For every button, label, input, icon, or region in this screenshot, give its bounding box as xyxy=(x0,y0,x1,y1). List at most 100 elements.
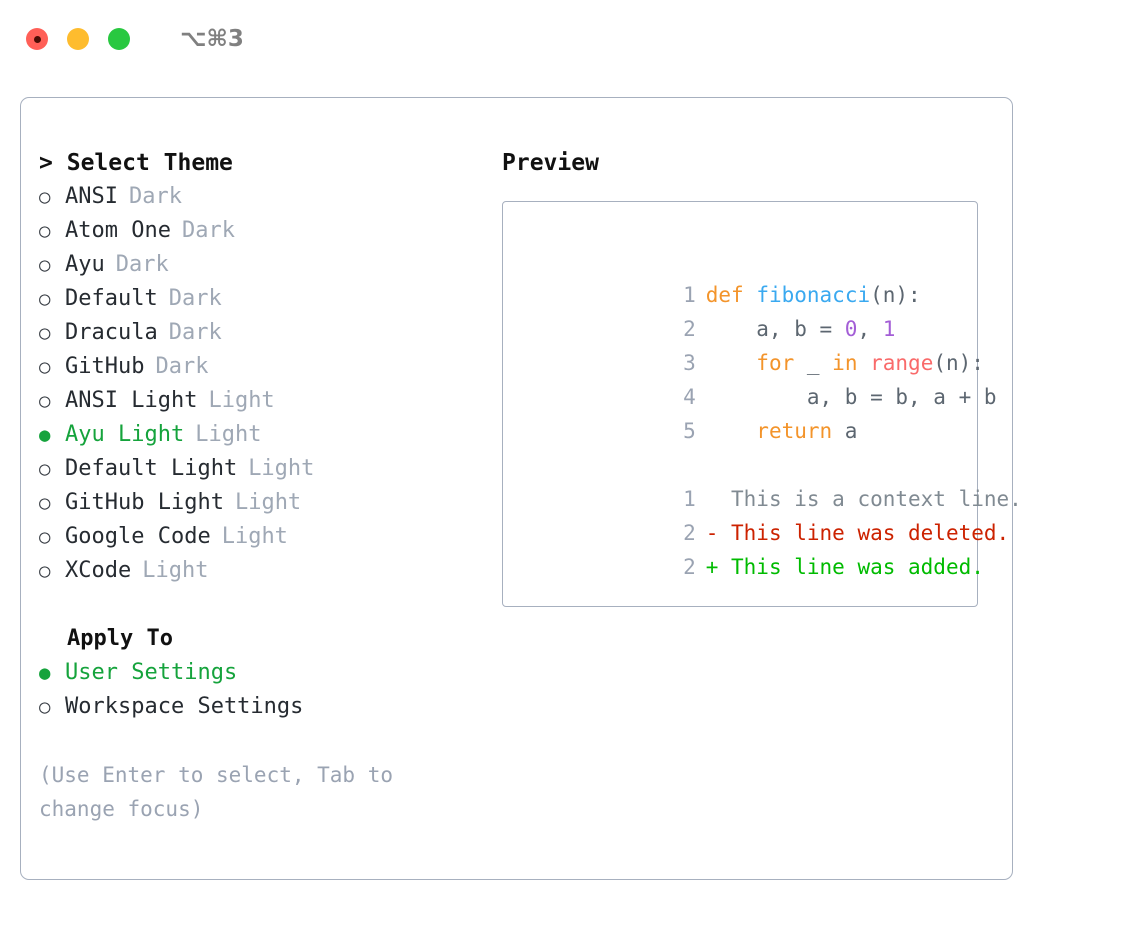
window-controls xyxy=(26,28,130,50)
main-panel: > Select Theme ○ ANSI Dark ○ Atom One Da… xyxy=(20,97,1022,880)
code-line: 2 a, b = 0, 1 xyxy=(503,278,977,341)
line-number: 1 xyxy=(683,283,696,307)
select-theme-heading-label: Select Theme xyxy=(66,150,233,176)
line-number: 2 xyxy=(683,555,696,579)
code-line: 5 return a xyxy=(503,380,977,443)
line-number: 1 xyxy=(683,487,696,511)
radio-selected-icon: ● xyxy=(39,424,51,446)
theme-option-label: Default xyxy=(65,286,158,311)
caret-icon: > xyxy=(39,150,53,176)
code-token xyxy=(706,419,757,443)
theme-option-ayu[interactable]: ○ Ayu Dark xyxy=(39,248,479,282)
theme-option-label: ANSI xyxy=(65,184,118,209)
code-line: 3 for _ in range(n): xyxy=(503,312,984,375)
keyboard-shortcut-label: ⌥⌘3 xyxy=(180,26,244,52)
theme-option-default-light[interactable]: ○ Default Light Light xyxy=(39,452,479,486)
theme-option-label: Google Code xyxy=(65,524,211,549)
code-line: 4 a, b = b, a + b xyxy=(503,346,996,409)
code-token: 1 xyxy=(882,317,896,341)
theme-option-badge: Dark xyxy=(181,218,235,243)
radio-icon: ○ xyxy=(39,186,51,208)
line-number: 5 xyxy=(683,419,696,443)
code-token: def xyxy=(705,283,744,307)
diff-text: This line was added. xyxy=(718,555,984,579)
line-number: 2 xyxy=(683,317,696,341)
theme-picker-column: > Select Theme ○ ANSI Dark ○ Atom One Da… xyxy=(39,146,479,826)
theme-option-label: Ayu Light xyxy=(65,422,185,447)
theme-option-ansi[interactable]: ○ ANSI Dark xyxy=(39,180,479,214)
theme-option-ansi-light[interactable]: ○ ANSI Light Light xyxy=(39,384,479,418)
diff-text: This line was deleted. xyxy=(718,521,1010,545)
apply-to-option-workspace-settings[interactable]: ○ Workspace Settings xyxy=(39,690,479,724)
theme-option-atom-one[interactable]: ○ Atom One Dark xyxy=(39,214,479,248)
theme-option-badge: Light xyxy=(248,456,315,481)
code-token xyxy=(744,283,757,307)
close-window-button[interactable] xyxy=(26,28,48,50)
apply-to-option-label: Workspace Settings xyxy=(65,694,304,719)
diff-marker: - xyxy=(705,521,719,545)
radio-selected-icon: ● xyxy=(39,662,51,684)
code-token: a, b = b, a + b xyxy=(705,385,997,409)
radio-icon: ○ xyxy=(39,220,51,242)
code-token: a xyxy=(832,419,858,443)
code-token: for xyxy=(756,351,795,375)
theme-option-label: GitHub Light xyxy=(65,490,224,515)
apply-to-option-user-settings[interactable]: ● User Settings xyxy=(39,656,479,690)
radio-icon: ○ xyxy=(39,492,51,514)
diff-line-deleted: 2- This line was deleted. xyxy=(503,482,1009,545)
theme-option-badge: Light xyxy=(142,558,209,583)
code-token: a, b = xyxy=(705,317,845,341)
diff-line-added: 2 + This line was added. xyxy=(503,516,984,579)
radio-icon: ○ xyxy=(39,356,51,378)
theme-option-label: XCode xyxy=(65,558,132,583)
minimize-window-button[interactable] xyxy=(67,28,89,50)
hint-spacer xyxy=(39,724,479,758)
theme-option-label: ANSI Light xyxy=(65,388,198,413)
code-token: _ xyxy=(794,351,833,375)
theme-option-github[interactable]: ○ GitHub Dark xyxy=(39,350,479,384)
radio-icon: ○ xyxy=(39,254,51,276)
code-token: 0 xyxy=(844,317,858,341)
title-bar: ⌥⌘3 xyxy=(0,0,1140,78)
diff-marker: + xyxy=(705,555,719,579)
code-token xyxy=(706,351,757,375)
theme-option-badge: Dark xyxy=(155,354,209,379)
theme-option-badge: Dark xyxy=(168,286,222,311)
maximize-window-button[interactable] xyxy=(108,28,130,50)
code-token xyxy=(857,351,870,375)
code-token: range xyxy=(870,351,934,375)
code-token: fibonacci xyxy=(756,283,871,307)
theme-option-badge: Light xyxy=(221,524,288,549)
theme-option-badge: Light xyxy=(195,422,262,447)
theme-option-xcode[interactable]: ○ XCode Light xyxy=(39,554,479,588)
theme-option-default[interactable]: ○ Default Dark xyxy=(39,282,479,316)
code-token: (n): xyxy=(870,283,921,307)
close-icon xyxy=(33,35,41,43)
code-token: (n): xyxy=(933,351,984,375)
radio-icon: ○ xyxy=(39,560,51,582)
apply-to-option-label: User Settings xyxy=(65,660,238,685)
theme-option-badge: Dark xyxy=(115,252,169,277)
theme-option-github-light[interactable]: ○ GitHub Light Light xyxy=(39,486,479,520)
theme-option-ayu-light[interactable]: ● Ayu Light Light xyxy=(39,418,479,452)
keyboard-hint-text: (Use Enter to select, Tab to change focu… xyxy=(39,763,406,821)
code-token: , xyxy=(857,317,883,341)
theme-option-label: GitHub xyxy=(65,354,145,379)
code-line: 1 def fibonacci(n): xyxy=(503,244,977,307)
theme-option-dracula[interactable]: ○ Dracula Dark xyxy=(39,316,479,350)
line-number: 2 xyxy=(683,521,696,545)
section-spacer xyxy=(39,588,479,622)
theme-option-label: Default Light xyxy=(65,456,238,481)
theme-option-badge: Dark xyxy=(168,320,222,345)
theme-option-badge: Light xyxy=(234,490,302,515)
radio-icon: ○ xyxy=(39,696,51,718)
code-token: return xyxy=(756,419,833,443)
theme-option-badge: Light xyxy=(208,388,275,413)
theme-option-google-code[interactable]: ○ Google Code Light xyxy=(39,520,479,554)
line-number: 4 xyxy=(683,385,696,409)
radio-icon: ○ xyxy=(39,526,51,548)
apply-to-heading: Apply To xyxy=(67,626,173,651)
